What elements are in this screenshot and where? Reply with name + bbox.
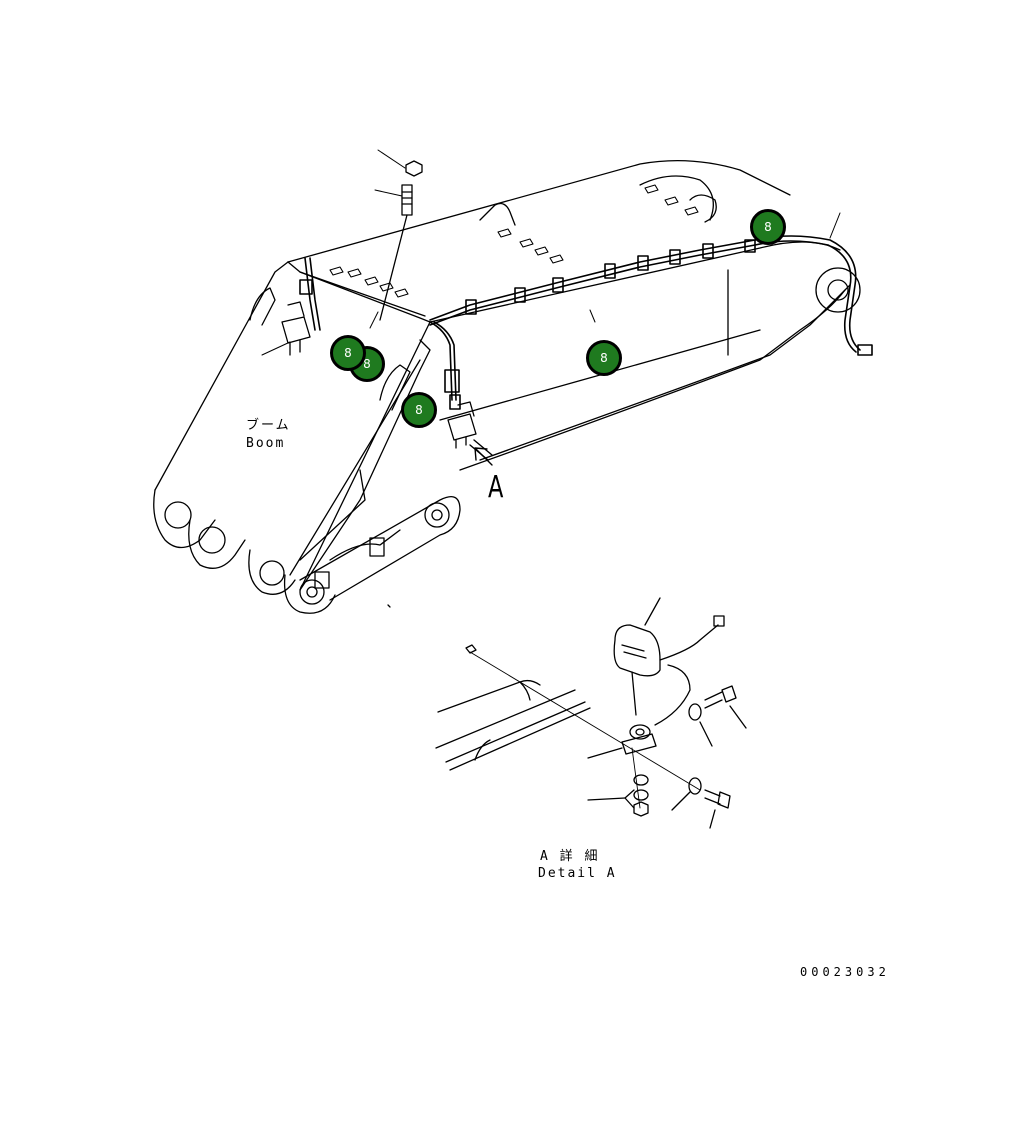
tick-mark	[387, 604, 391, 608]
leader-lines	[261, 149, 841, 356]
top-bolt	[379, 160, 423, 321]
boom-outline	[153, 159, 861, 614]
callout-marker[interactable]: 8	[330, 335, 366, 371]
detail-a-title-en: Detail A	[538, 866, 617, 881]
right-work-lamp	[447, 401, 477, 449]
detail-a-drawing	[435, 597, 747, 829]
boom-label-en: Boom	[246, 436, 286, 451]
left-work-lamp	[281, 301, 311, 356]
callout-marker[interactable]: 8	[401, 392, 437, 428]
callout-marker[interactable]: 8	[586, 340, 622, 376]
detail-a-title-jp: A 詳 細	[540, 849, 600, 864]
view-arrow	[469, 439, 493, 466]
drawing-number: 00023032	[800, 965, 890, 979]
top-face-plates	[329, 184, 699, 298]
callout-marker[interactable]: 8	[750, 209, 786, 245]
view-a-label: A	[488, 470, 504, 505]
boom-label-jp: ブーム	[246, 418, 291, 433]
